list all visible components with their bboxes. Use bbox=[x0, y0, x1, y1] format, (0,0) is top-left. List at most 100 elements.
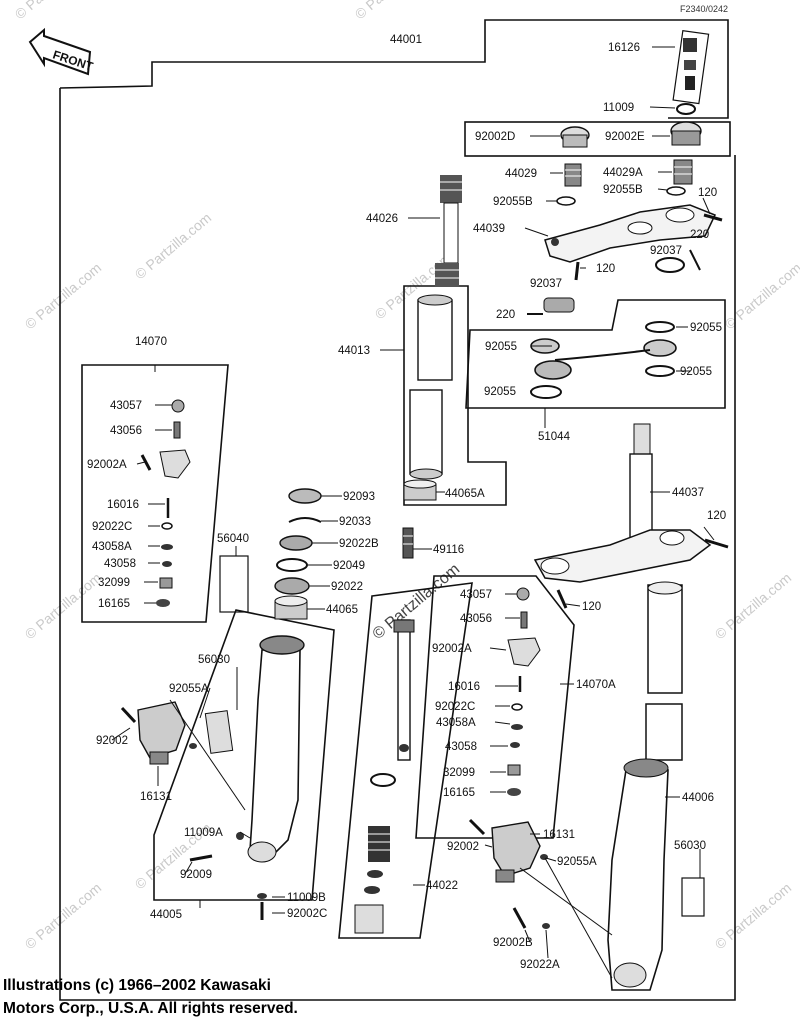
label-16126[interactable]: 16126 bbox=[608, 42, 640, 54]
label-11009[interactable]: 11009 bbox=[603, 102, 634, 114]
label-44005[interactable]: 44005 bbox=[150, 909, 182, 921]
label-92055A[interactable]: 92055A bbox=[557, 856, 597, 868]
label-14070[interactable]: 14070 bbox=[135, 336, 167, 348]
part-49116-valve bbox=[402, 527, 414, 559]
label-92002[interactable]: 92002 bbox=[447, 841, 479, 853]
label-11009B[interactable]: 11009B bbox=[287, 892, 326, 904]
label-16165[interactable]: 16165 bbox=[98, 598, 130, 610]
label-92037[interactable]: 92037 bbox=[650, 245, 682, 257]
part-92002E-nut bbox=[670, 121, 702, 146]
label-16131[interactable]: 16131 bbox=[543, 829, 575, 841]
label-32099[interactable]: 32099 bbox=[98, 577, 130, 589]
label-44065A[interactable]: 44065A bbox=[445, 488, 485, 500]
part-220-bolt bbox=[689, 249, 701, 271]
watermark-text: © Partzilla.com bbox=[712, 569, 795, 642]
label-92022A[interactable]: 92022A bbox=[520, 959, 560, 971]
label-44013[interactable]: 44013 bbox=[338, 345, 370, 357]
part-92055B-oring bbox=[556, 196, 576, 206]
label-92055[interactable]: 92055 bbox=[484, 386, 516, 398]
label-120[interactable]: 120 bbox=[698, 187, 717, 199]
copyright-notice: Illustrations (c) 1966–2002 Kawasaki Mot… bbox=[3, 974, 473, 1020]
label-120[interactable]: 120 bbox=[582, 601, 601, 613]
label-44026[interactable]: 44026 bbox=[366, 213, 398, 225]
label-44029[interactable]: 44029 bbox=[505, 168, 537, 180]
label-92002[interactable]: 92002 bbox=[96, 735, 128, 747]
label-43057[interactable]: 43057 bbox=[110, 400, 142, 412]
label-51044[interactable]: 51044 bbox=[538, 431, 571, 443]
label-16016[interactable]: 16016 bbox=[107, 499, 139, 511]
assembly-outlines bbox=[59, 19, 736, 1001]
label-92002E[interactable]: 92002E bbox=[605, 131, 645, 143]
label-32099[interactable]: 32099 bbox=[443, 767, 475, 779]
label-92037[interactable]: 92037 bbox=[530, 278, 562, 290]
part-120-bolt bbox=[703, 213, 723, 222]
label-92055[interactable]: 92055 bbox=[690, 322, 722, 334]
label-92055[interactable]: 92055 bbox=[485, 341, 517, 353]
part-44039-upper-bracket bbox=[544, 204, 717, 263]
label-92055B[interactable]: 92055B bbox=[493, 196, 533, 208]
part-92055B-oring bbox=[666, 186, 686, 196]
part-56030-label bbox=[681, 877, 705, 917]
label-92002A[interactable]: 92002A bbox=[432, 643, 472, 655]
label-56030[interactable]: 56030 bbox=[198, 654, 230, 666]
label-92055[interactable]: 92055 bbox=[680, 366, 712, 378]
label-43056[interactable]: 43056 bbox=[460, 613, 492, 625]
label-220[interactable]: 220 bbox=[690, 229, 709, 241]
part-16126 bbox=[672, 29, 710, 105]
part-56040-label bbox=[219, 555, 249, 613]
watermark-text: © Partzilla.com bbox=[12, 0, 95, 22]
label-92009[interactable]: 92009 bbox=[180, 869, 212, 881]
label-92022C[interactable]: 92022C bbox=[92, 521, 132, 533]
left-bottom-small-parts bbox=[189, 832, 267, 920]
part-92002D-nut bbox=[560, 126, 590, 148]
label-92002B[interactable]: 92002B bbox=[493, 937, 533, 949]
label-43057[interactable]: 43057 bbox=[460, 589, 492, 601]
label-120[interactable]: 120 bbox=[596, 263, 615, 275]
label-44006[interactable]: 44006 bbox=[682, 792, 714, 804]
leader-lines bbox=[111, 46, 715, 979]
label-92002C[interactable]: 92002C bbox=[287, 908, 327, 920]
label-43056[interactable]: 43056 bbox=[110, 425, 142, 437]
label-44029A[interactable]: 44029A bbox=[603, 167, 643, 179]
label-43058A[interactable]: 43058A bbox=[92, 541, 132, 553]
label-56040[interactable]: 56040 bbox=[217, 533, 249, 545]
part-44013-inner-tube bbox=[409, 294, 453, 480]
label-44065[interactable]: 44065 bbox=[326, 604, 358, 616]
label-43058[interactable]: 43058 bbox=[104, 558, 136, 570]
right-valve-parts bbox=[507, 587, 541, 796]
watermark-text: © Partzilla.com bbox=[132, 209, 215, 282]
front-arrow: FRONT bbox=[28, 27, 95, 76]
label-16165[interactable]: 16165 bbox=[443, 787, 475, 799]
part-44006-right-fork bbox=[607, 581, 683, 991]
label-16016[interactable]: 16016 bbox=[448, 681, 480, 693]
label-56030[interactable]: 56030 bbox=[674, 840, 706, 852]
part-44005-left-fork-leg bbox=[204, 635, 305, 863]
label-44022[interactable]: 44022 bbox=[426, 880, 458, 892]
label-92055B[interactable]: 92055B bbox=[603, 184, 643, 196]
label-16131[interactable]: 16131 bbox=[140, 791, 172, 803]
label-92093[interactable]: 92093 bbox=[343, 491, 375, 503]
label-44037[interactable]: 44037 bbox=[672, 487, 704, 499]
label-92022[interactable]: 92022 bbox=[331, 581, 363, 593]
watermark-text: © Partzilla.com bbox=[722, 259, 800, 332]
label-43058A[interactable]: 43058A bbox=[436, 717, 476, 729]
label-92033[interactable]: 92033 bbox=[339, 516, 371, 528]
label-92002D[interactable]: 92002D bbox=[475, 131, 515, 143]
label-220[interactable]: 220 bbox=[496, 309, 515, 321]
label-92049[interactable]: 92049 bbox=[333, 560, 365, 572]
label-92055A[interactable]: 92055A bbox=[169, 683, 209, 695]
part-11009-washer bbox=[676, 103, 696, 115]
label-44039[interactable]: 44039 bbox=[473, 223, 505, 235]
label-49116[interactable]: 49116 bbox=[433, 544, 464, 556]
label-120[interactable]: 120 bbox=[707, 510, 726, 522]
label-11009A[interactable]: 11009A bbox=[184, 827, 223, 839]
label-14070A[interactable]: 14070A bbox=[576, 679, 616, 691]
label-92002A[interactable]: 92002A bbox=[87, 459, 127, 471]
label-92022B[interactable]: 92022B bbox=[339, 538, 379, 550]
label-44001[interactable]: 44001 bbox=[390, 34, 422, 46]
label-43058[interactable]: 43058 bbox=[445, 741, 477, 753]
part-120-bolt bbox=[556, 589, 568, 609]
figure-ref: F2340/0242 bbox=[680, 4, 728, 14]
label-92022C[interactable]: 92022C bbox=[435, 701, 475, 713]
